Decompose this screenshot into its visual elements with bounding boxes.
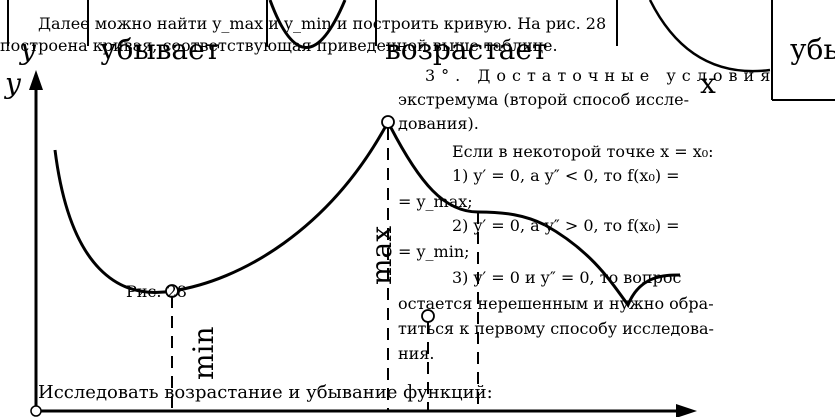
table-increasing: возрастает [385,33,548,66]
paragraph-line: экстремума (второй способ иссле- [398,90,689,109]
table-max-curve [648,0,771,73]
section-heading: 3°. Достаточные условия [425,66,777,85]
origin-point [30,405,42,417]
max-label: max [365,225,398,285]
table-x-label: x [700,67,716,100]
condition-3: 3) y′ = 0 и y″ = 0, то вопрос [452,268,682,287]
x-axis-arrow [676,404,697,417]
condition-1-result: = y_max; [398,192,473,211]
paragraph-line: ния. [398,344,435,363]
y-axis-label: y [5,67,21,100]
paragraph-line: остается нерешенным и нужно обра- [398,294,714,313]
curve-segment-2 [386,121,546,227]
table-decreasing: убывает [100,33,221,66]
max-point [381,115,395,129]
paragraph-line: дования). [398,114,479,133]
figure-caption: Рис. 28 [126,282,187,301]
table-min-curve [268,0,347,49]
condition-2: 2) y′ = 0, а y″ > 0, то f(x₀) = [452,216,680,235]
curve-segment-3 [544,223,681,309]
condition-2-result: = y_min; [398,242,470,261]
curve-segment-1 [53,121,390,294]
intro-line-2: построена кривая, соответствующая привед… [0,36,558,55]
paragraph-line: Если в некоторой точке x = x₀: [452,142,714,161]
intro-line-1: Далее можно найти y_max и y_min и постро… [38,14,607,33]
min-label: min [187,326,220,380]
table-y-label: y [20,33,36,66]
paragraph-line: титься к первому способу исследова- [398,319,714,338]
y-axis-arrow [29,70,43,90]
table-decreasing-2: убы [790,33,835,66]
bottom-instruction: Исследовать возрастание и убывание функц… [38,382,493,403]
condition-1: 1) y′ = 0, а y″ < 0, то f(x₀) = [452,166,680,185]
